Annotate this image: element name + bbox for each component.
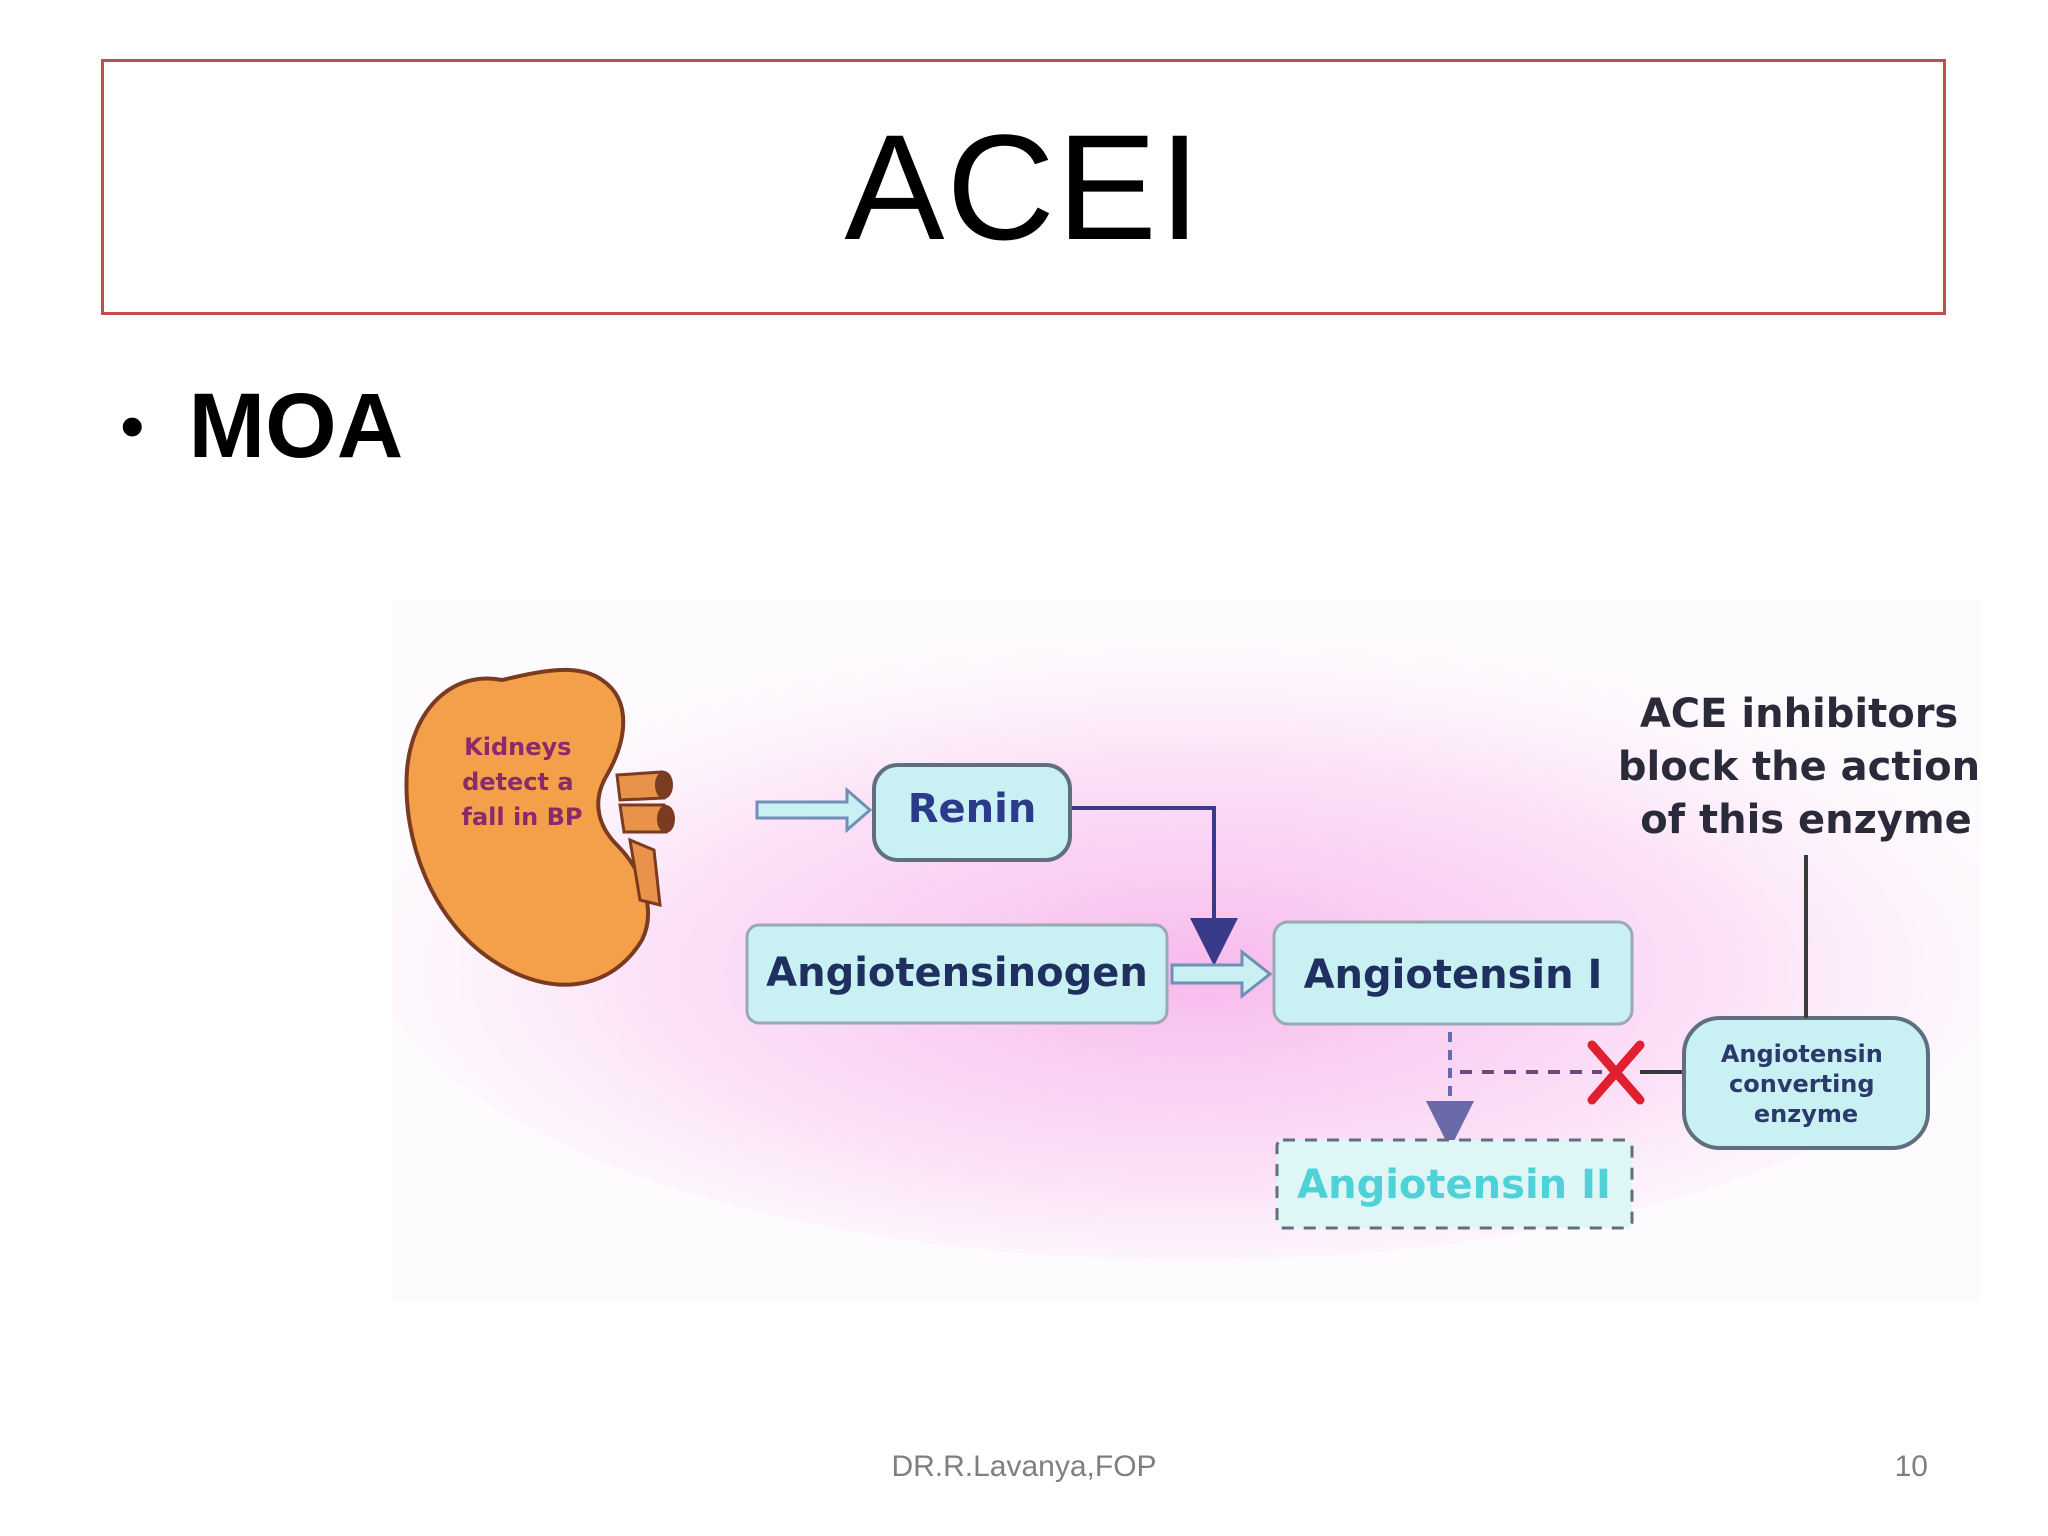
ace-note-line-3: of this enzyme: [1640, 797, 1972, 843]
kidney-label-line-1: Kidneys: [464, 733, 571, 761]
svg-text:ACE inhibitors block the: ACE inhibitors block the action of this …: [1618, 691, 1980, 843]
renin-box: [872, 763, 1072, 862]
angiotensinogen-label: Angiotensinogen: [766, 950, 1148, 996]
diagram-glow: [392, 620, 1980, 1260]
angiotensinogen-box: [745, 923, 1169, 1025]
kidney-label-line-2: detect a: [462, 768, 573, 796]
angiotensin-1-label: Angiotensin I: [1304, 952, 1603, 998]
page-number: 10: [1894, 1450, 1928, 1483]
kidney-label-line-3: fall in BP: [462, 803, 583, 831]
svg-text:Kidneys detect a: Kidneys detect a fall in BP: [462, 733, 583, 831]
ace-note-line-1: ACE inhibitors: [1640, 691, 1958, 737]
angiotensin-1-box: [1272, 920, 1634, 1026]
angiotensin-2-box: [1275, 1138, 1634, 1230]
arrow-kidney-to-renin: [755, 786, 873, 834]
arrow-angiotensinogen-to-angiotensin-1: [1170, 948, 1273, 1000]
ace-box-line-3: enzyme: [1754, 1100, 1858, 1128]
renin-label: Renin: [908, 786, 1037, 832]
bullet-item: • MOA: [120, 380, 403, 472]
raas-diagram: Kidneys detect a fall in BP Renin Angiot…: [392, 600, 1980, 1300]
title-box: ACEI: [101, 59, 1946, 315]
arrow-renin-to-angiotensin-1: [1072, 806, 1238, 966]
ace-note-line-2: block the action: [1618, 744, 1980, 790]
bullet-text: MOA: [188, 375, 404, 477]
ace-box-line-2: converting: [1729, 1070, 1875, 1098]
footer-author: DR.R.Lavanya,FOP: [891, 1450, 1157, 1483]
kidney-icon: Kidneys detect a fall in BP: [404, 667, 675, 987]
renal-vessels-icon: [615, 770, 675, 907]
ace-box-line-1: Angiotensin: [1721, 1040, 1883, 1068]
svg-text:Angiotensin converting: Angiotensin converting enzyme: [1721, 1040, 1891, 1128]
slide-title: ACEI: [844, 103, 1203, 271]
angiotensin-2-label: Angiotensin II: [1297, 1162, 1611, 1208]
bullet-dot-icon: •: [120, 387, 145, 465]
block-x-icon: [1587, 1040, 1684, 1105]
